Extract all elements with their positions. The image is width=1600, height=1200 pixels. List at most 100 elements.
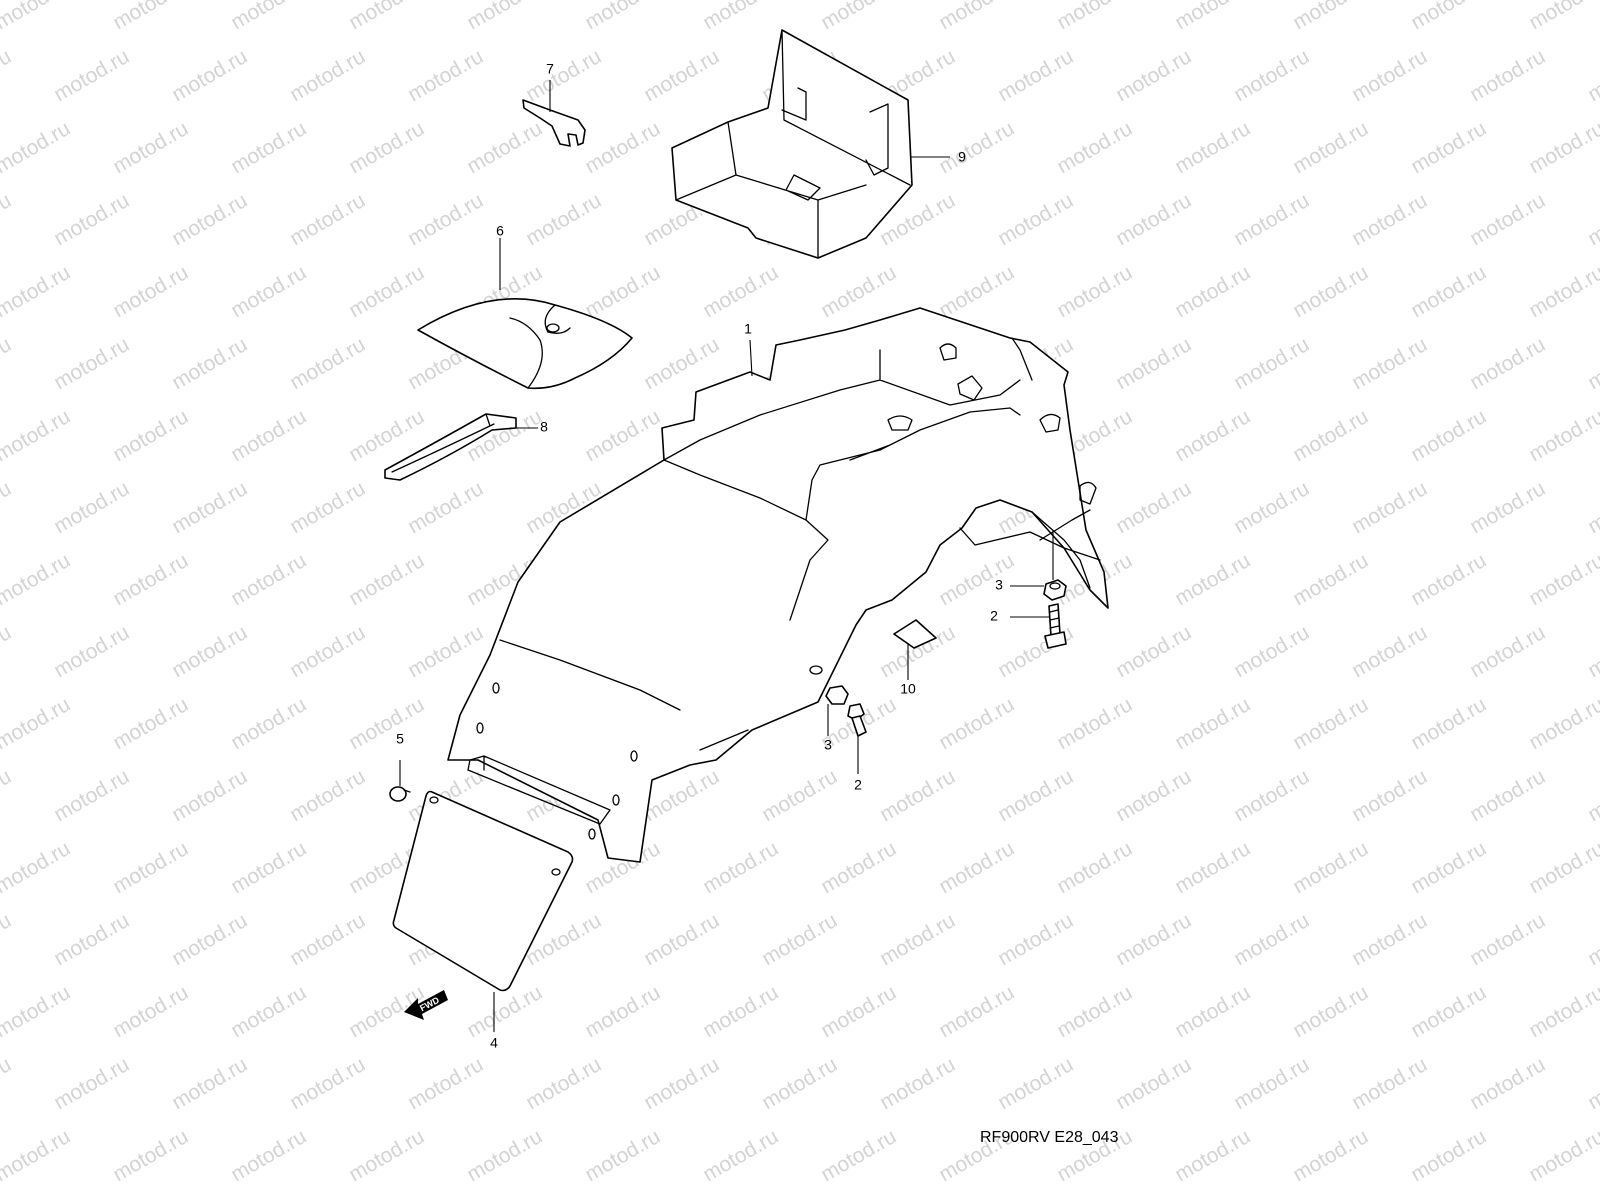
watermark-text: motod.ru [286, 909, 369, 970]
part-6-cover[interactable] [417, 298, 633, 390]
watermark-text: motod.ru [0, 1053, 15, 1114]
watermark-text: motod.ru [699, 0, 782, 34]
watermark-text: motod.ru [1230, 189, 1313, 250]
callout-4: 4 [490, 1035, 498, 1051]
watermark-text: motod.ru [50, 909, 133, 970]
watermark-text: motod.ru [0, 405, 74, 466]
part-2-bolt-lower[interactable] [847, 703, 867, 737]
watermark-text: motod.ru [0, 333, 15, 394]
callout-9: 9 [958, 149, 966, 165]
watermark-text: motod.ru [1525, 549, 1600, 610]
watermark-text: motod.ru [345, 117, 428, 178]
watermark-text: motod.ru [1466, 909, 1549, 970]
part-10-pad[interactable] [893, 619, 937, 649]
watermark-text: motod.ru [1584, 333, 1600, 394]
watermark-text: motod.ru [0, 765, 15, 826]
watermark-text: motod.ru [817, 837, 900, 898]
callout-6: 6 [496, 223, 504, 239]
watermark-text: motod.ru [1112, 45, 1195, 106]
watermark-text: motod.ru [1289, 693, 1372, 754]
part-3-nut-right[interactable] [1043, 579, 1067, 601]
watermark-text: motod.ru [1289, 261, 1372, 322]
watermark-text: motod.ru [345, 0, 428, 34]
watermark-text: motod.ru [1407, 0, 1490, 34]
watermark-text: motod.ru [109, 1125, 192, 1186]
watermark-text: motod.ru [1053, 117, 1136, 178]
watermark-text: motod.ru [463, 0, 546, 34]
watermark-text: motod.ru [404, 1053, 487, 1114]
watermark-text: motod.ru [1053, 981, 1136, 1042]
watermark-text: motod.ru [345, 1125, 428, 1186]
watermark-text: motod.ru [50, 477, 133, 538]
part-3-nut-lower[interactable] [825, 685, 849, 705]
watermark-text: motod.ru [0, 909, 15, 970]
watermark-text: motod.ru [168, 909, 251, 970]
callout-8: 8 [540, 419, 548, 435]
watermark-text: motod.ru [168, 45, 251, 106]
watermark-text: motod.ru [50, 189, 133, 250]
watermark-text: motod.ru [640, 333, 723, 394]
part-7-bracket[interactable] [522, 99, 586, 147]
callout-3-lower: 3 [824, 737, 832, 753]
watermark-text: motod.ru [1171, 405, 1254, 466]
watermark-text: motod.ru [1230, 621, 1313, 682]
watermark-text: motod.ru [1289, 549, 1372, 610]
watermark-text: motod.ru [286, 765, 369, 826]
watermark-text: motod.ru [1171, 837, 1254, 898]
watermark-text: motod.ru [1348, 909, 1431, 970]
watermark-text: motod.ru [817, 1125, 900, 1186]
part-1-rear-fender[interactable] [447, 307, 1109, 863]
watermark-text: motod.ru [1525, 1125, 1600, 1186]
watermark-text: motod.ru [935, 117, 1018, 178]
watermark-text: motod.ru [0, 693, 74, 754]
part-9-tray[interactable] [671, 29, 913, 259]
watermark-text: motod.ru [935, 549, 1018, 610]
watermark-text: motod.ru [935, 837, 1018, 898]
leader-lines [399, 80, 1054, 1032]
watermark-text: motod.ru [1466, 333, 1549, 394]
callout-labels: 7 9 6 1 8 3 2 10 3 2 5 4 [396, 61, 1003, 1051]
part-8-strap[interactable] [384, 413, 517, 481]
watermark-text: motod.ru [345, 549, 428, 610]
watermark-text: motod.ru [345, 261, 428, 322]
watermark-text: motod.ru [0, 0, 74, 34]
watermark-text: motod.ru [168, 333, 251, 394]
watermark-text: motod.ru [0, 621, 15, 682]
watermark-text: motod.ru [994, 621, 1077, 682]
watermark-text: motod.ru [1171, 549, 1254, 610]
watermark-text: motod.ru [817, 981, 900, 1042]
watermark-text: motod.ru [1466, 477, 1549, 538]
watermark-text: motod.ru [1525, 405, 1600, 466]
watermark-text: motod.ru [699, 837, 782, 898]
watermark-text: motod.ru [1407, 117, 1490, 178]
watermark-text: motod.ru [1230, 909, 1313, 970]
watermark-text: motod.ru [817, 261, 900, 322]
watermark-text: motod.ru [109, 117, 192, 178]
watermark-text: motod.ru [286, 1053, 369, 1114]
watermark-text: motod.ru [1584, 477, 1600, 538]
watermark-text: motod.ru [1525, 261, 1600, 322]
watermark-text: motod.ru [876, 909, 959, 970]
watermark-text: motod.ru [1525, 981, 1600, 1042]
watermark-text: motod.ru [1171, 693, 1254, 754]
watermark-text: motod.ru [0, 477, 15, 538]
part-5-grommet[interactable] [389, 786, 411, 802]
part-2-bolt-right[interactable] [1044, 603, 1067, 649]
watermark-text: motod.ru [1348, 45, 1431, 106]
watermark-text: motod.ru [109, 837, 192, 898]
watermark-text: motod.ru [168, 765, 251, 826]
watermark-text: motod.ru [227, 1125, 310, 1186]
part-4-plate-panel[interactable] [392, 790, 574, 992]
watermark-text: motod.ru [50, 765, 133, 826]
callout-10: 10 [900, 681, 916, 697]
watermark-text: motod.ru [1584, 621, 1600, 682]
watermark-text: motod.ru [1407, 693, 1490, 754]
watermark-text: motod.ru [1112, 621, 1195, 682]
watermark-text: motod.ru [1053, 261, 1136, 322]
watermark-text: motod.ru [581, 117, 664, 178]
watermark-text: motod.ru [463, 117, 546, 178]
watermark-text: motod.ru [1407, 981, 1490, 1042]
callout-2-lower: 2 [854, 777, 862, 793]
watermark-text: motod.ru [1289, 117, 1372, 178]
